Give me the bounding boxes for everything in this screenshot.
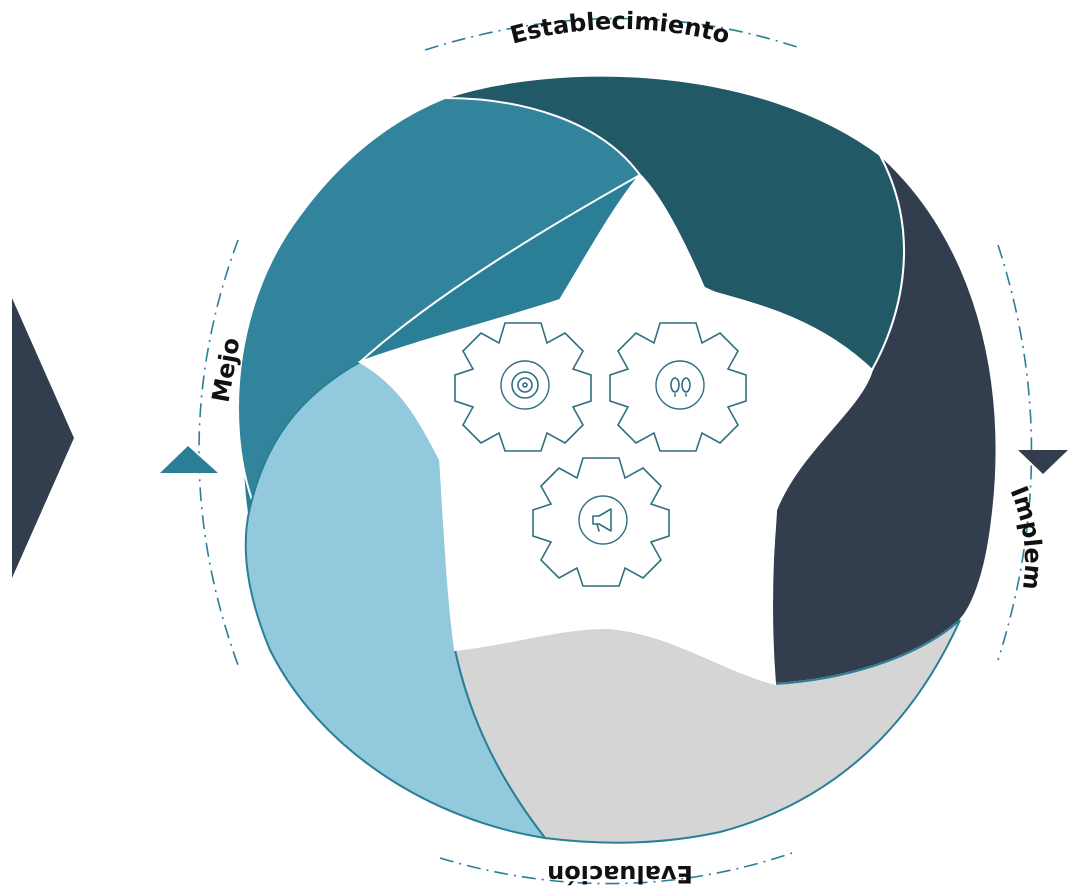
dashed-arc-bottom (439, 851, 796, 885)
gear-bottom (532, 457, 670, 587)
gear-left (454, 322, 592, 452)
center-star (357, 173, 874, 686)
megaphone-icon (592, 508, 612, 532)
label-establecimiento: Establecimiento (507, 7, 732, 50)
footprints-icon (670, 377, 691, 397)
target-icon (511, 371, 539, 399)
label-evaluacion: Evaluación (547, 860, 693, 888)
gear-right (609, 322, 747, 452)
label-implementacion: Implem (1005, 482, 1048, 591)
side-chevron (12, 298, 74, 578)
dashed-arc-left (198, 239, 239, 666)
arrow-up-left (160, 446, 218, 473)
arrow-down-right (1018, 450, 1068, 474)
